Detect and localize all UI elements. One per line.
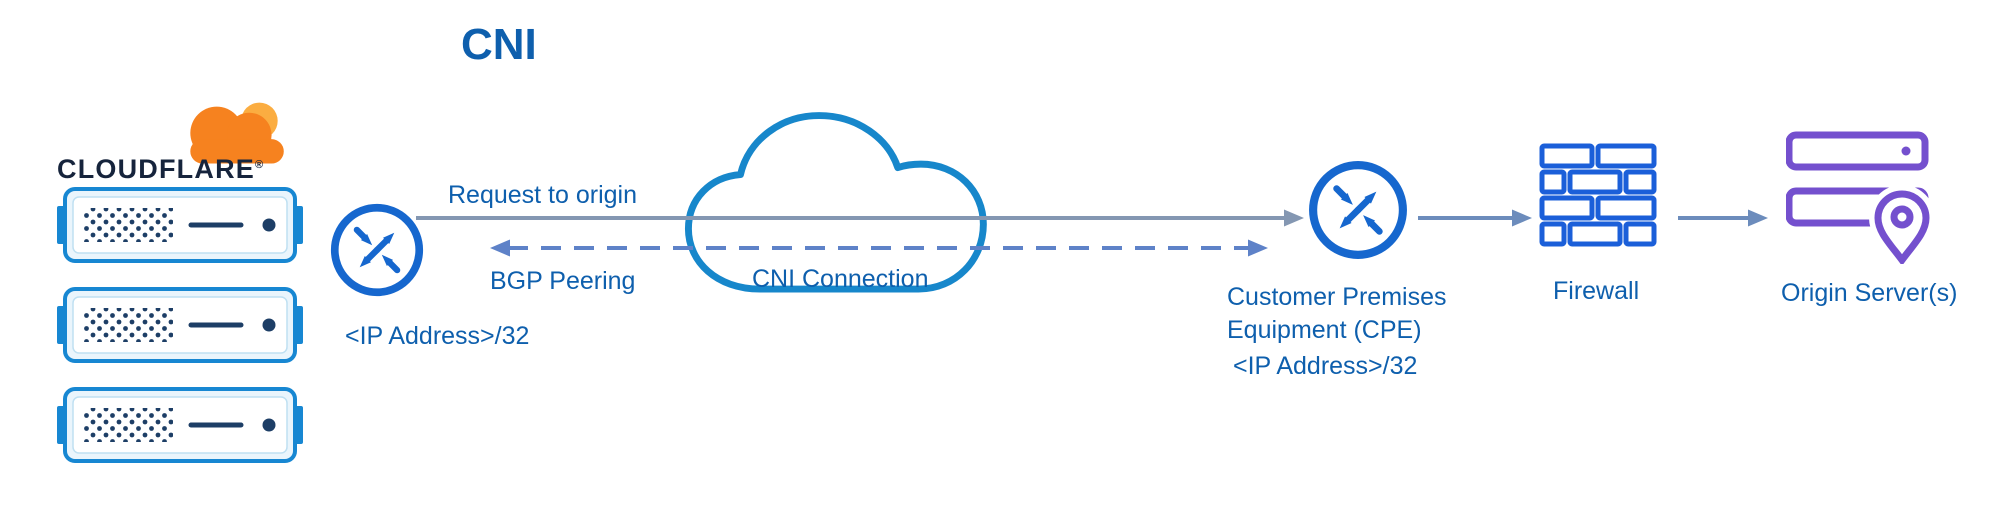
cloudflare-server-icon bbox=[57, 386, 303, 464]
origin-server-label: Origin Server(s) bbox=[1781, 279, 1958, 307]
cloudflare-server-icon bbox=[57, 286, 303, 364]
cpe-ip-label: <IP Address>/32 bbox=[1233, 352, 1418, 380]
origin-server-icon bbox=[1785, 130, 1948, 275]
cpe-label-line1: Customer Premises bbox=[1227, 283, 1447, 311]
cloudflare-wordmark: CLOUDFLARE® bbox=[57, 154, 264, 185]
firewall-label: Firewall bbox=[1553, 277, 1640, 305]
cpe-label-line2: Equipment (CPE) bbox=[1227, 316, 1422, 344]
bgp-peering-label: BGP Peering bbox=[490, 267, 636, 295]
cloudflare-router-ip-label: <IP Address>/32 bbox=[345, 322, 530, 350]
firewall-icon bbox=[1539, 143, 1657, 249]
cni-connection-label: CNI Connection bbox=[752, 265, 929, 293]
location-pin-icon bbox=[1868, 185, 1936, 275]
router-icon bbox=[329, 202, 425, 298]
cloudflare-logo-icon bbox=[170, 94, 298, 166]
firewall-to-origin-arrow bbox=[1678, 209, 1768, 227]
request-to-origin-label: Request to origin bbox=[448, 181, 638, 209]
cloudflare-server-icon bbox=[57, 186, 303, 264]
cpe-router-icon bbox=[1307, 159, 1409, 261]
cpe-to-firewall-arrow bbox=[1418, 209, 1532, 227]
cpe-label: Customer Premises Equipment (CPE) bbox=[1227, 281, 1447, 347]
registered-mark: ® bbox=[254, 159, 265, 171]
brand-name: CLOUDFLARE bbox=[57, 154, 255, 184]
cni-cloud-icon bbox=[656, 104, 1010, 296]
diagram-title: CNI bbox=[461, 20, 537, 69]
